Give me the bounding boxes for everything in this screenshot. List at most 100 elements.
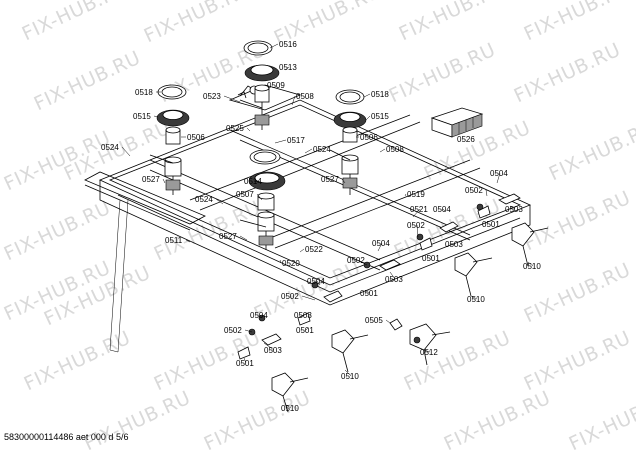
leader-line xyxy=(285,404,292,409)
leader-line xyxy=(153,115,159,118)
callout-label: 0503 xyxy=(294,311,312,320)
leader-line xyxy=(365,115,371,121)
callout-label: 0525 xyxy=(226,124,244,133)
leader-line xyxy=(263,342,275,351)
leader-line xyxy=(412,208,421,218)
leader-line xyxy=(377,242,383,252)
callout-label: 0501 xyxy=(360,289,378,298)
callout-label: 0510 xyxy=(467,295,485,304)
callout-label: 0526 xyxy=(457,135,475,144)
leader-line xyxy=(269,43,279,49)
leader-line xyxy=(316,280,321,286)
leader-line xyxy=(356,259,368,266)
leader-line xyxy=(259,314,263,319)
leader-line xyxy=(284,66,290,71)
leader-line xyxy=(223,95,241,103)
callout-label: 0518 xyxy=(371,90,389,99)
callout-label: 0510 xyxy=(281,404,299,413)
tap-assembly-left xyxy=(237,314,309,413)
callout-label: 0527 xyxy=(142,175,160,184)
callout-label: 0502 xyxy=(281,292,299,301)
callout-label: 0522 xyxy=(305,245,323,254)
leader-line xyxy=(243,357,247,364)
callout-label: 0502 xyxy=(347,256,365,265)
leader-line xyxy=(416,224,419,238)
callout-label: 0523 xyxy=(203,92,221,101)
callout-label: 0503 xyxy=(445,240,463,249)
tap-assembly-middle xyxy=(297,259,401,373)
callout-label: 0510 xyxy=(341,372,359,381)
callout-label: 0520 xyxy=(282,259,300,268)
callout-label: 0508 xyxy=(296,92,314,101)
callout-label: 0504 xyxy=(250,311,268,320)
leader-line xyxy=(496,172,501,184)
callout-label: 0501 xyxy=(236,359,254,368)
callout-label: 0504 xyxy=(307,277,325,286)
leader-line xyxy=(299,248,305,253)
callout-label: 0521 xyxy=(410,205,428,214)
callout-label: 0503 xyxy=(385,275,403,284)
callout-label: 0519 xyxy=(407,190,425,199)
callout-label: 0501 xyxy=(422,254,440,263)
callout-label: 0514 xyxy=(244,177,262,186)
leader-line xyxy=(256,193,263,201)
leader-line xyxy=(121,146,131,157)
leader-line xyxy=(279,259,282,264)
callout-label: 0512 xyxy=(420,348,438,357)
leader-line xyxy=(215,198,224,205)
leader-line xyxy=(244,329,253,333)
callout-label: 0502 xyxy=(407,221,425,230)
callout-label: 0524 xyxy=(195,195,213,204)
tap-assembly-right-1 xyxy=(476,193,549,267)
callout-label: 0506 xyxy=(360,133,378,142)
callout-label: 0524 xyxy=(313,145,331,154)
callout-label: 0509 xyxy=(267,81,285,90)
leader-line xyxy=(246,127,251,132)
leader-line xyxy=(442,208,447,213)
leader-line xyxy=(379,148,386,153)
burner-rear xyxy=(237,40,280,130)
callout-label: 0501 xyxy=(296,326,314,335)
leader-line xyxy=(344,369,352,377)
footer-code: 58300000114486 aet 000 d 5/6 xyxy=(4,432,129,442)
callout-label: 0501 xyxy=(482,220,500,229)
callout-label: 0502 xyxy=(224,326,242,335)
leader-line xyxy=(389,271,396,280)
leader-line xyxy=(185,239,191,243)
connector-block xyxy=(430,107,484,138)
callout-label: 0504 xyxy=(372,239,390,248)
callout-label: 0503 xyxy=(505,205,523,214)
callout-label: 0503 xyxy=(264,346,282,355)
leader-line xyxy=(509,205,516,210)
callout-label: 0504 xyxy=(490,169,508,178)
leader-line xyxy=(253,180,263,184)
burner-right xyxy=(329,89,367,195)
callout-label: 0517 xyxy=(287,136,305,145)
leader-line xyxy=(291,95,296,106)
callout-label: 0527 xyxy=(321,175,339,184)
leader-line xyxy=(423,349,431,353)
leader-line xyxy=(305,327,309,331)
callout-label: 0510 xyxy=(523,262,541,271)
leader-lines xyxy=(121,43,534,409)
callout-label: 0518 xyxy=(135,88,153,97)
leader-line xyxy=(301,314,305,317)
callout-label: 0511 xyxy=(165,236,183,245)
callout-label: 0505 xyxy=(365,316,383,325)
leader-line xyxy=(274,139,287,144)
valve-0512 xyxy=(389,318,451,366)
leader-line xyxy=(162,178,166,184)
leader-line xyxy=(404,193,407,197)
leader-line xyxy=(527,261,534,267)
leader-line xyxy=(239,235,248,241)
callout-label: 0502 xyxy=(465,186,483,195)
leader-line xyxy=(485,189,488,197)
leader-line xyxy=(341,178,346,184)
callout-label: 0527 xyxy=(219,232,237,241)
callout-label: 0504 xyxy=(433,205,451,214)
leader-line xyxy=(470,295,478,300)
leader-line xyxy=(363,93,371,98)
leader-line xyxy=(385,319,391,324)
